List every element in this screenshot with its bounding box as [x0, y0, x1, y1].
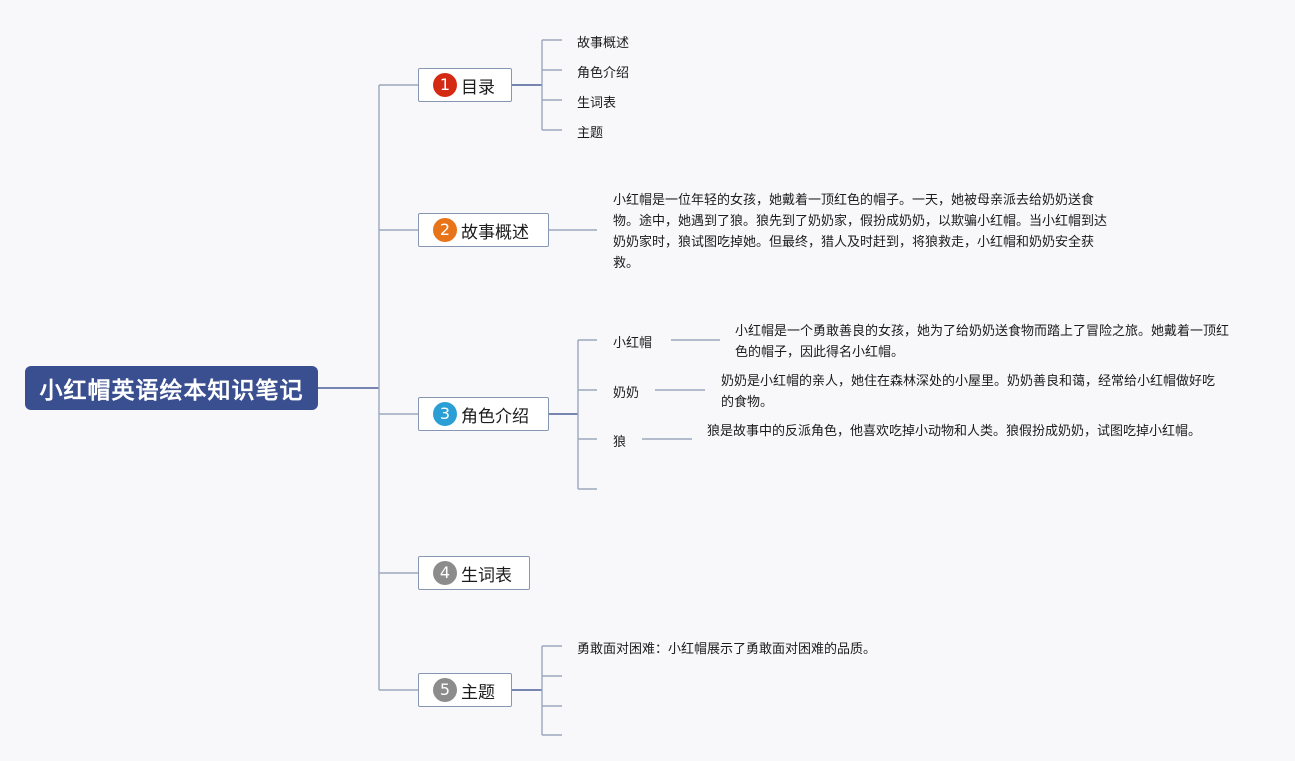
number-badge-4: 4	[433, 561, 457, 585]
character-desc-red-riding-hood: 小红帽是一个勇敢善良的女孩，她为了给奶奶送食物而踏上了冒险之旅。她戴着一顶红色的…	[735, 324, 1230, 360]
root-title: 小红帽英语绘本知识笔记	[39, 378, 304, 404]
character-desc-wolf: 狼是故事中的反派角色，他喜欢吃掉小动物和人类。狼假扮成奶奶，试图吃掉小红帽。	[707, 424, 1202, 439]
character-desc-grandma: 奶奶是小红帽的亲人，她住在森林深处的小屋里。奶奶善良和蔼，经常给小红帽做好吃的食…	[721, 374, 1216, 410]
character-name-red-riding-hood[interactable]: 小红帽	[613, 336, 653, 351]
character-name-grandma[interactable]: 奶奶	[613, 386, 640, 401]
summary-text: 小红帽是一位年轻的女孩，她戴着一顶红色的帽子。一天，她被母亲派去给奶奶送食物。途…	[613, 193, 1108, 271]
node-vocab[interactable]: 4 生词表	[418, 556, 530, 590]
character-name-wolf[interactable]: 狼	[613, 435, 627, 450]
node-theme[interactable]: 5 主题	[418, 673, 512, 707]
theme-item-courage[interactable]: 勇敢面对困难：小红帽展示了勇敢面对困难的品质。	[577, 642, 877, 657]
node-characters-label: 角色介绍	[461, 406, 529, 427]
node-summary-label: 故事概述	[461, 222, 529, 243]
toc-item-theme[interactable]: 主题	[577, 126, 604, 141]
node-theme-label: 主题	[461, 682, 495, 703]
node-summary[interactable]: 2 故事概述	[418, 213, 549, 247]
number-badge-1: 1	[433, 73, 457, 97]
node-toc[interactable]: 1 目录	[418, 68, 512, 102]
node-toc-label: 目录	[461, 77, 495, 98]
node-characters[interactable]: 3 角色介绍	[418, 397, 549, 431]
root-node[interactable]: 小红帽英语绘本知识笔记	[25, 366, 318, 410]
toc-item-summary[interactable]: 故事概述	[577, 36, 630, 51]
number-badge-3: 3	[433, 402, 457, 426]
toc-item-characters[interactable]: 角色介绍	[577, 66, 630, 81]
number-badge-5: 5	[433, 678, 457, 702]
toc-item-vocab[interactable]: 生词表	[577, 96, 617, 111]
node-vocab-label: 生词表	[461, 565, 512, 586]
number-badge-2: 2	[433, 218, 457, 242]
